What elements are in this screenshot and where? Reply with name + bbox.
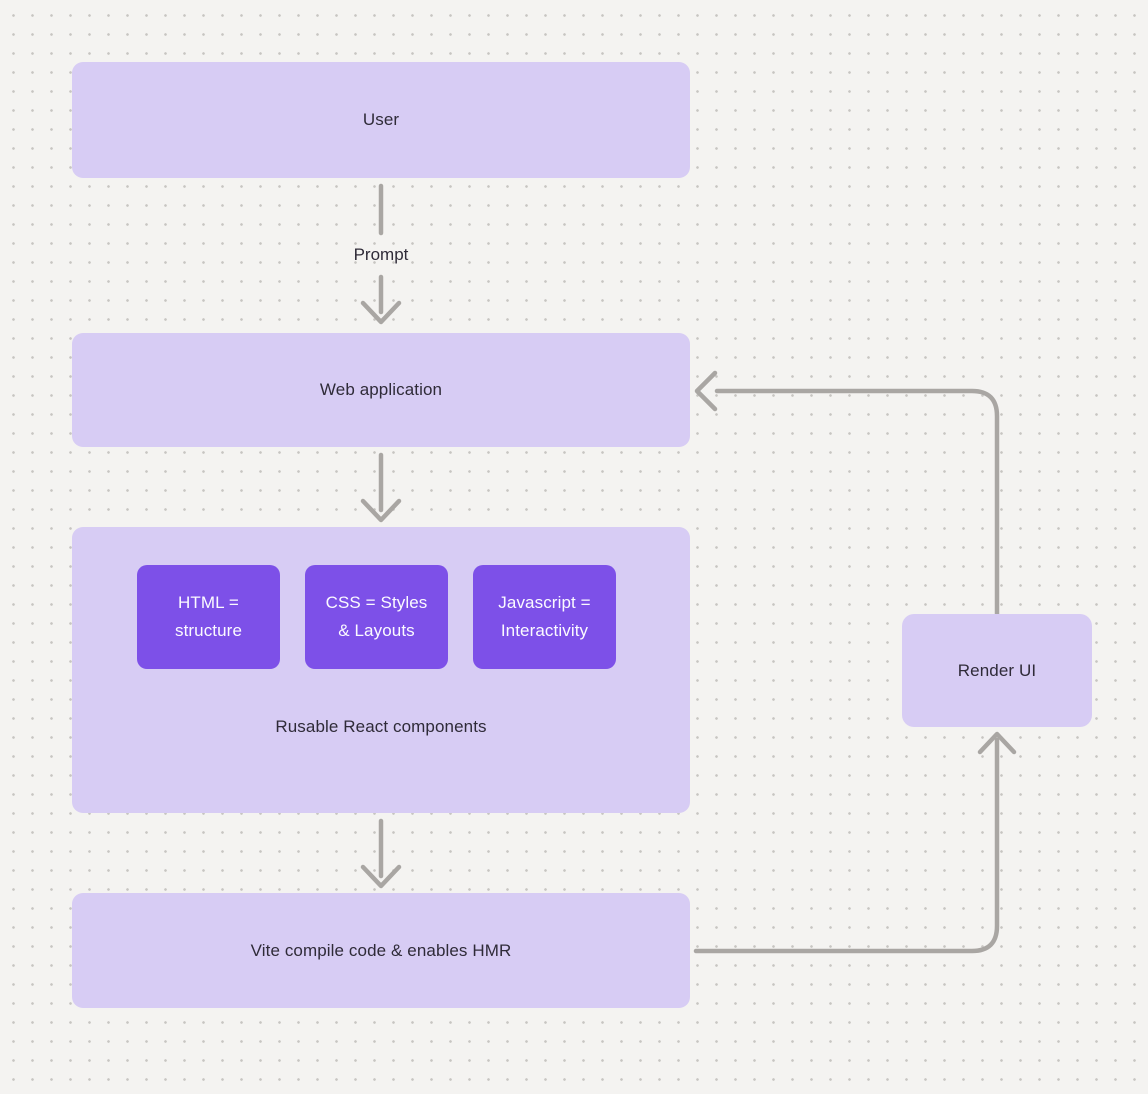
arrowhead-up-renderui [977,731,1017,755]
node-html-structure[interactable]: HTML = structure [137,565,280,669]
arrowhead-down-webapp [360,300,402,325]
node-vite[interactable]: Vite compile code & enables HMR [72,893,690,1008]
arrowhead-down-group [360,498,402,523]
edge-label-prompt[interactable]: Prompt [281,245,481,265]
arrowhead-left-webapp [694,370,718,412]
node-components-group[interactable]: HTML = structure CSS = Styles & Layouts … [72,527,690,813]
node-css-styles-label: CSS = Styles & Layouts [325,593,428,640]
components-group-caption: Rusable React components [275,717,487,736]
node-vite-label: Vite compile code & enables HMR [250,940,512,960]
node-user-label: User [362,110,400,129]
node-css-styles[interactable]: CSS = Styles & Layouts [305,565,448,669]
node-render-ui[interactable]: Render UI [902,614,1092,727]
node-render-ui-label: Render UI [957,660,1037,680]
node-javascript-interactivity[interactable]: Javascript = Interactivity [473,565,616,669]
node-html-structure-label: HTML = structure [174,593,243,640]
node-web-application-label: Web application [319,380,443,399]
node-user[interactable]: User [72,62,690,178]
node-javascript-interactivity-label: Javascript = Interactivity [498,593,591,640]
edge-label-prompt-text: Prompt [353,245,409,264]
arrowhead-down-vite [360,864,402,889]
edge-vite-renderui [693,737,1000,954]
edge-renderui-webapp [714,388,1000,617]
node-web-application[interactable]: Web application [72,333,690,447]
